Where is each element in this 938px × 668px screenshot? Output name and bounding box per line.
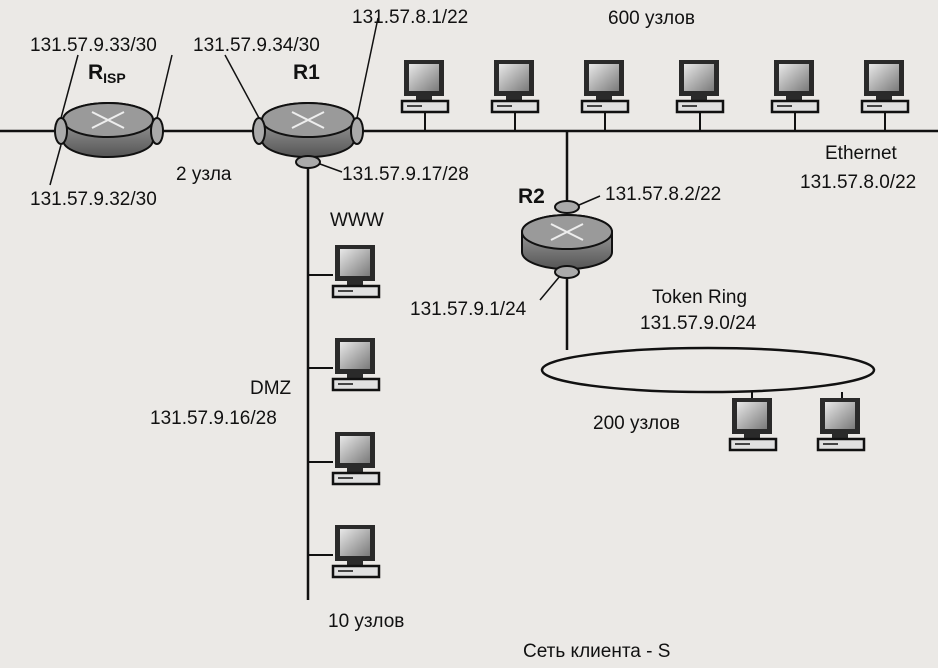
token-ring-network: 131.57.9.0/24	[640, 313, 757, 334]
ethernet-host-computer-icon	[580, 58, 630, 114]
token-ring-hosts-count: 200 узлов	[593, 413, 680, 434]
r2-bottom-port	[554, 265, 580, 279]
ethernet-name: Ethernet	[825, 143, 897, 164]
token-ring-name: Token Ring	[652, 287, 748, 308]
dmz-network: 131.57.9.16/28	[150, 408, 277, 429]
risp-right-ip-label: 131.57.9.33/30	[30, 35, 157, 56]
ethernet-host-computer-icon	[860, 58, 910, 114]
token-ring	[540, 346, 876, 394]
token-ring-host-computer-icon	[728, 396, 778, 452]
r1-top-ip-label: 131.57.8.1/22	[352, 7, 469, 28]
risp-left-port	[54, 117, 68, 145]
r1-bottom-ip-label: 131.57.9.17/28	[342, 164, 469, 185]
router-r1-name: R1	[293, 61, 320, 84]
dmz-host-computer-icon	[331, 523, 381, 579]
dmz-name: DMZ	[250, 378, 292, 399]
dmz-host-computer-icon	[331, 336, 381, 392]
r1-left-port	[252, 117, 266, 145]
ethernet-host-computer-icon	[770, 58, 820, 114]
isp-link-hosts: 2 узла	[176, 164, 232, 185]
ethernet-host-computer-icon	[400, 58, 450, 114]
router-r1-icon	[261, 102, 355, 158]
ethernet-host-computer-icon	[490, 58, 540, 114]
dmz-host-computer-icon	[331, 430, 381, 486]
router-r2-icon	[521, 214, 613, 270]
r1-right-port	[350, 117, 364, 145]
diagram-caption: Сеть клиента - S	[523, 641, 671, 662]
dmz-hosts-count: 10 узлов	[328, 611, 405, 632]
www-server-computer-icon	[331, 243, 381, 299]
r2-top-ip-label: 131.57.8.2/22	[605, 184, 722, 205]
ethernet-hosts	[424, 112, 886, 131]
ethernet-network: 131.57.8.0/22	[800, 172, 917, 193]
risp-left-ip-label: 131.57.9.32/30	[30, 189, 157, 210]
router-isp-name: RISP	[88, 61, 126, 86]
www-server-label: WWW	[330, 210, 384, 231]
r1-bottom-port	[295, 155, 321, 169]
r2-top-port	[554, 200, 580, 214]
ethernet-host-computer-icon	[675, 58, 725, 114]
ethernet-hosts-count: 600 узлов	[608, 8, 695, 29]
risp-right-port	[150, 117, 164, 145]
r2-bottom-ip-label: 131.57.9.1/24	[410, 299, 527, 320]
token-ring-host-computer-icon	[816, 396, 866, 452]
r1-left-ip-label: 131.57.9.34/30	[193, 35, 320, 56]
router-r2-name: R2	[518, 185, 545, 208]
router-isp-icon	[62, 102, 154, 158]
